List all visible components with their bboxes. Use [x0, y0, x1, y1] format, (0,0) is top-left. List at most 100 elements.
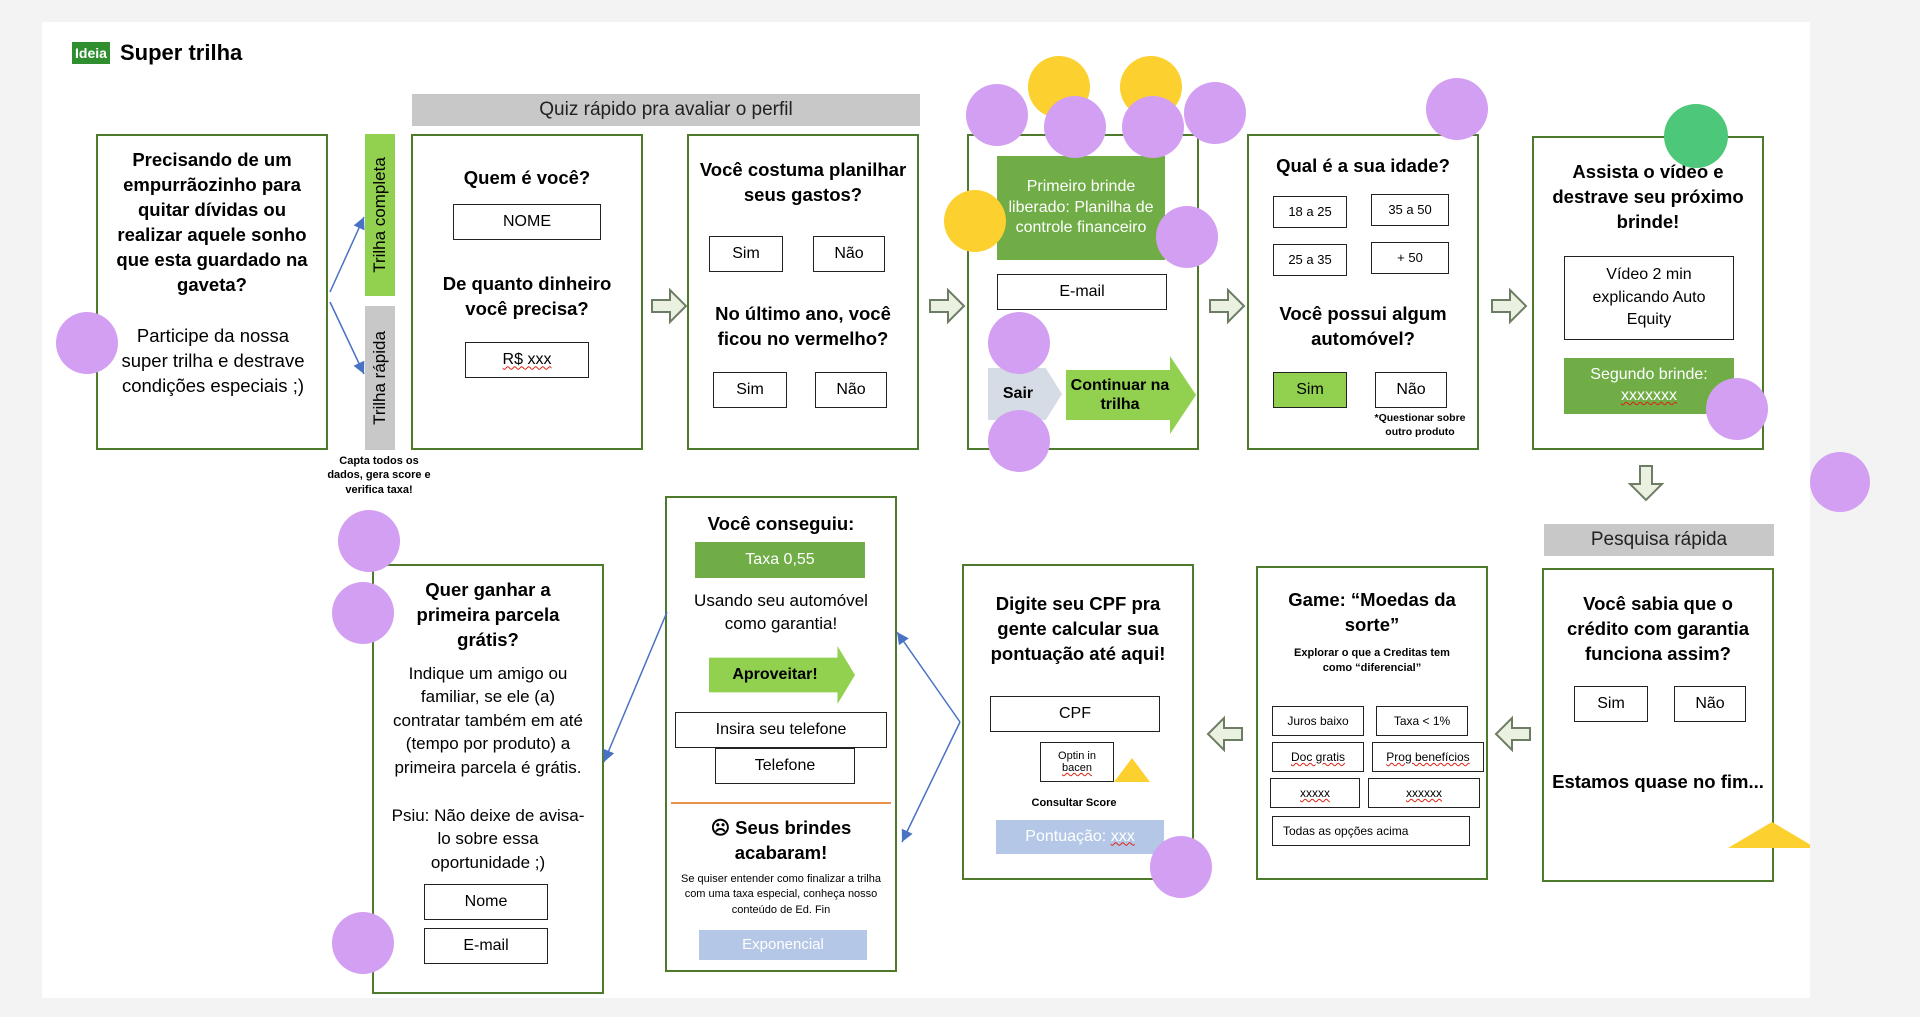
- tab-trilha-completa[interactable]: Trilha completa: [365, 134, 395, 296]
- conseguiu-subtitle: Usando seu automóvel como garantia!: [694, 591, 868, 633]
- flow-arrow-right: [1209, 287, 1246, 325]
- purple-dot: [988, 312, 1050, 374]
- conseguiu-title: Você conseguiu:: [707, 513, 855, 534]
- flow-arrow-left: [1206, 715, 1243, 753]
- game-option[interactable]: xxxxxx: [1368, 778, 1480, 808]
- connectors: [329, 216, 1810, 848]
- credito-footer: Estamos quase no fim...: [1552, 771, 1764, 792]
- sad-body: Se quiser entender como finalizar a tril…: [681, 873, 881, 916]
- warning-triangle-icon: [1728, 822, 1810, 848]
- planilhar-no-button[interactable]: Não: [813, 236, 885, 272]
- phone-field[interactable]: Telefone: [715, 748, 855, 784]
- second-gift-banner: Segundo brinde:xxxxxxx: [1564, 358, 1734, 414]
- purple-dot: [1150, 836, 1212, 898]
- purple-dot: [988, 410, 1050, 472]
- purple-dot: [1426, 78, 1488, 140]
- purple-dot: [1810, 452, 1870, 512]
- brinde-email-field[interactable]: E-mail: [997, 274, 1167, 310]
- sad-title: ☹ Seus brindes acabaram!: [710, 817, 852, 863]
- credito-card: Você sabia que o crédito com garantia fu…: [1542, 568, 1774, 882]
- purple-dot: [56, 312, 118, 374]
- intro-card: Precisando de um empurrãozinho para quit…: [96, 134, 328, 450]
- first-gift-banner: Primeiro brinde liberado: Planilha de co…: [997, 156, 1165, 260]
- age-option[interactable]: 35 a 50: [1371, 194, 1449, 226]
- credito-no-button[interactable]: Não: [1674, 686, 1746, 722]
- divider: [671, 802, 891, 804]
- rate-banner: Taxa 0,55: [695, 542, 865, 578]
- game-option[interactable]: Doc gratis: [1272, 742, 1364, 772]
- name-field[interactable]: NOME: [453, 204, 601, 240]
- indique-psiu: Psiu: Não deixe de avisa-lo sobre essa o…: [391, 806, 585, 872]
- yellow-dot: [944, 190, 1006, 252]
- automovel-yes-button[interactable]: Sim: [1273, 372, 1347, 408]
- game-subtitle: Explorar o que a Creditas tem como “dife…: [1294, 647, 1450, 675]
- exponencial-button[interactable]: Exponencial: [699, 930, 867, 960]
- indique-card: Quer ganhar a primeira parcela grátis? I…: [372, 564, 604, 994]
- automovel-no-button[interactable]: Não: [1375, 372, 1447, 408]
- purple-dot: [338, 510, 400, 572]
- vermelho-yes-button[interactable]: Sim: [713, 372, 787, 408]
- phone-label-box: Insira seu telefone: [675, 712, 887, 748]
- idade-card: Qual é a sua idade? 18 a 25 35 a 50 25 a…: [1247, 134, 1479, 450]
- game-card: Game: “Moedas da sorte” Explorar o que a…: [1256, 566, 1488, 880]
- game-option[interactable]: Taxa < 1%: [1376, 706, 1468, 736]
- age-option[interactable]: 25 a 35: [1273, 244, 1347, 276]
- planilhar-question: Você costuma planilhar seus gastos?: [699, 159, 907, 205]
- indique-body: Indique um amigo ou familiar, se ele (a)…: [393, 664, 583, 777]
- automovel-question: Você possui algum automóvel?: [1279, 303, 1447, 349]
- game-option[interactable]: Todas as opções acima: [1272, 816, 1470, 846]
- age-option[interactable]: + 50: [1371, 242, 1449, 274]
- intro-headline: Precisando de um empurrãozinho para quit…: [116, 149, 308, 295]
- flow-arrow-right: [929, 287, 966, 325]
- flow-arrow-right: [651, 287, 688, 325]
- game-option[interactable]: xxxxx: [1270, 778, 1360, 808]
- game-option[interactable]: Prog benefícios: [1372, 742, 1484, 772]
- warning-triangle-icon: [1114, 758, 1150, 782]
- purple-dot: [1044, 96, 1106, 158]
- idea-badge: Ideia: [72, 42, 110, 64]
- tab-trilha-rapida[interactable]: Trilha rápida: [365, 306, 395, 450]
- cpf-title: Digite seu CPF pra gente calcular sua po…: [990, 593, 1166, 664]
- intro-body: Participe da nossa super trilha e destra…: [121, 325, 305, 396]
- vermelho-no-button[interactable]: Não: [815, 372, 887, 408]
- automovel-note: *Questionar sobre outro produto: [1374, 412, 1466, 438]
- credito-yes-button[interactable]: Sim: [1574, 686, 1648, 722]
- planilhar-card: Você costuma planilhar seus gastos? Sim …: [687, 134, 919, 450]
- conseguiu-card: Você conseguiu: Taxa 0,55 Usando seu aut…: [665, 496, 897, 972]
- age-option[interactable]: 18 a 25: [1273, 196, 1347, 228]
- purple-dot: [1122, 96, 1184, 158]
- cpf-card: Digite seu CPF pra gente calcular sua po…: [962, 564, 1194, 880]
- purple-dot: [332, 582, 394, 644]
- purple-dot: [1156, 206, 1218, 268]
- indique-title: Quer ganhar a primeira parcela grátis?: [416, 579, 560, 650]
- purple-dot: [966, 84, 1028, 146]
- indique-name-field[interactable]: Nome: [424, 884, 548, 920]
- pesquisa-section-label: Pesquisa rápida: [1544, 524, 1774, 556]
- flow-arrow-right: [1491, 287, 1528, 325]
- vermelho-question: No último ano, você ficou no vermelho?: [715, 303, 891, 349]
- idade-question: Qual é a sua idade?: [1276, 155, 1450, 176]
- flow-arrow-left: [1494, 715, 1531, 753]
- purple-dot: [1184, 82, 1246, 144]
- purple-dot: [1706, 378, 1768, 440]
- whiteboard-canvas: Ideia Super trilha Quiz rápido pra avali…: [42, 22, 1870, 998]
- consult-score-label: Consultar Score: [1031, 797, 1117, 809]
- amount-field[interactable]: R$ xxx: [465, 342, 589, 378]
- credito-question: Você sabia que o crédito com garantia fu…: [1567, 593, 1749, 664]
- cpf-field[interactable]: CPF: [990, 696, 1160, 732]
- green-dot: [1664, 104, 1728, 168]
- amount-question: De quanto dinheiro você precisa?: [442, 273, 612, 319]
- planilhar-yes-button[interactable]: Sim: [709, 236, 783, 272]
- purple-dot: [332, 912, 394, 974]
- capta-note: Capta todos os dados, gera score e verif…: [327, 455, 431, 496]
- quiz-section-label: Quiz rápido pra avaliar o perfil: [412, 94, 920, 126]
- quem-question: Quem é você?: [463, 167, 591, 188]
- flow-arrow-down: [1627, 465, 1665, 502]
- video-player[interactable]: Vídeo 2 min explicando Auto Equity: [1564, 256, 1734, 340]
- game-option[interactable]: Juros baixo: [1272, 706, 1364, 736]
- score-display: Pontuação: xxx: [996, 820, 1164, 854]
- indique-email-field[interactable]: E-mail: [424, 928, 548, 964]
- game-title: Game: “Moedas da sorte”: [1288, 589, 1456, 635]
- quem-card: Quem é você? NOME De quanto dinheiro voc…: [411, 134, 643, 450]
